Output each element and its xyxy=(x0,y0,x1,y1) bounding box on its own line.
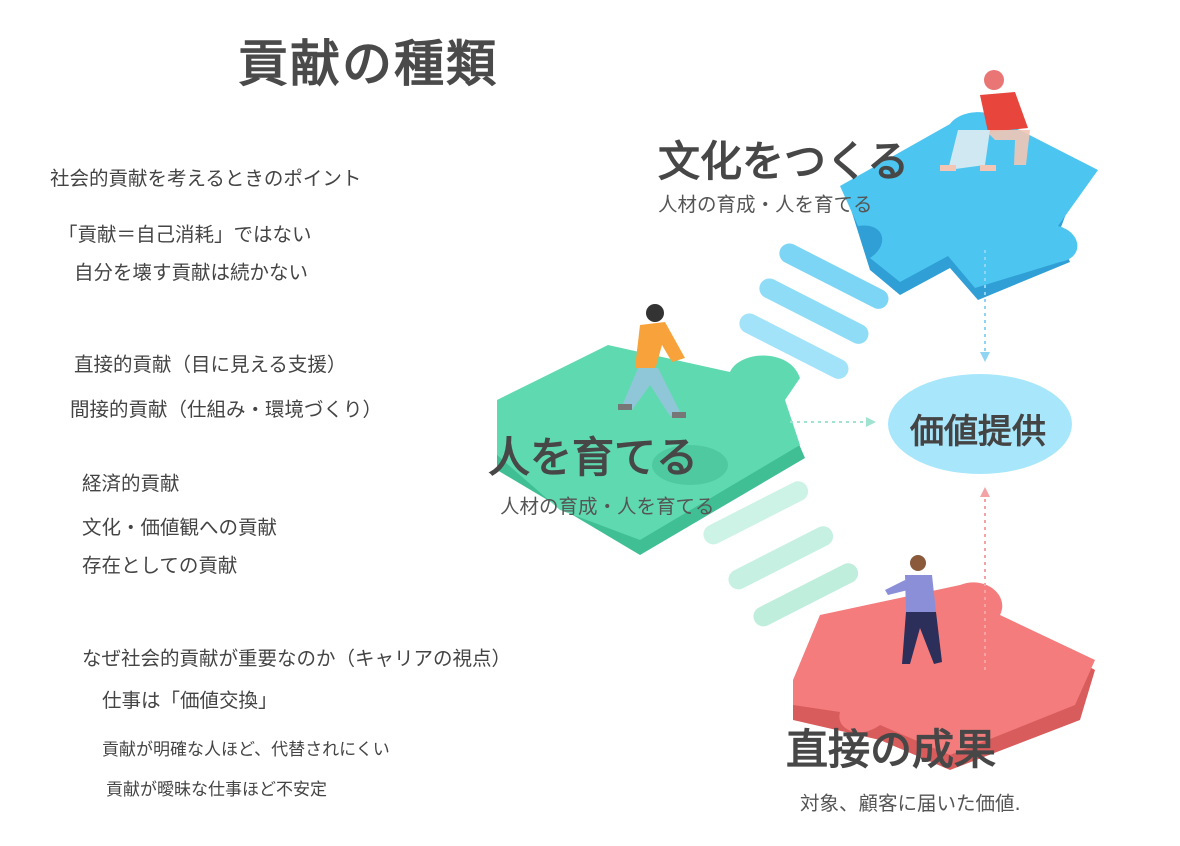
upper-steps xyxy=(739,243,889,379)
point-heading: 社会的貢献を考えるときのポイント xyxy=(50,167,362,190)
culture-puzzle-piece xyxy=(840,112,1098,300)
economic-contribution-text: 経済的貢献 xyxy=(82,472,180,495)
direct-contribution-text: 直接的貢献（目に見える支援） xyxy=(74,353,347,376)
value-provision-label: 価値提供 xyxy=(910,412,1046,452)
culture-subtitle: 人材の育成・人を育てる xyxy=(658,193,873,216)
vague-contribution-text: 貢献が曖昧な仕事ほど不安定 xyxy=(106,780,327,800)
direct-result-title: 直接の成果 xyxy=(786,725,997,774)
direct-puzzle-piece xyxy=(793,582,1095,770)
clear-contribution-text: 貢献が明確な人ほど、代替されにくい xyxy=(102,740,390,760)
walking-person-illustration xyxy=(618,304,686,418)
work-exchange-text: 仕事は「価値交換」 xyxy=(102,689,278,712)
not-self-consumption-text: 「貢献＝自己消耗」ではない xyxy=(58,223,312,246)
why-heading: なぜ社会的貢献が重要なのか（キャリアの視点） xyxy=(82,647,512,670)
standing-person-illustration xyxy=(885,555,942,664)
indirect-contribution-text: 間接的貢献（仕組み・環境づくり） xyxy=(70,398,383,421)
culture-value-contribution-text: 文化・価値観への貢献 xyxy=(82,516,278,539)
lower-steps xyxy=(703,481,859,627)
page-title: 貢献の種類 xyxy=(238,35,498,93)
sitting-person-illustration xyxy=(940,70,1030,171)
people-subtitle: 人材の育成・人を育てる xyxy=(500,495,715,518)
connector-arrows xyxy=(790,250,990,670)
culture-title: 文化をつくる xyxy=(658,137,910,186)
value-provision-ellipse xyxy=(888,374,1072,474)
direct-result-subtitle: 対象、顧客に届いた価値. xyxy=(800,792,1021,815)
self-destroy-text: 自分を壊す貢献は続かない xyxy=(74,261,309,284)
people-title: 人を育てる xyxy=(488,433,699,482)
people-puzzle-piece xyxy=(497,345,805,555)
existence-contribution-text: 存在としての貢献 xyxy=(82,554,238,577)
